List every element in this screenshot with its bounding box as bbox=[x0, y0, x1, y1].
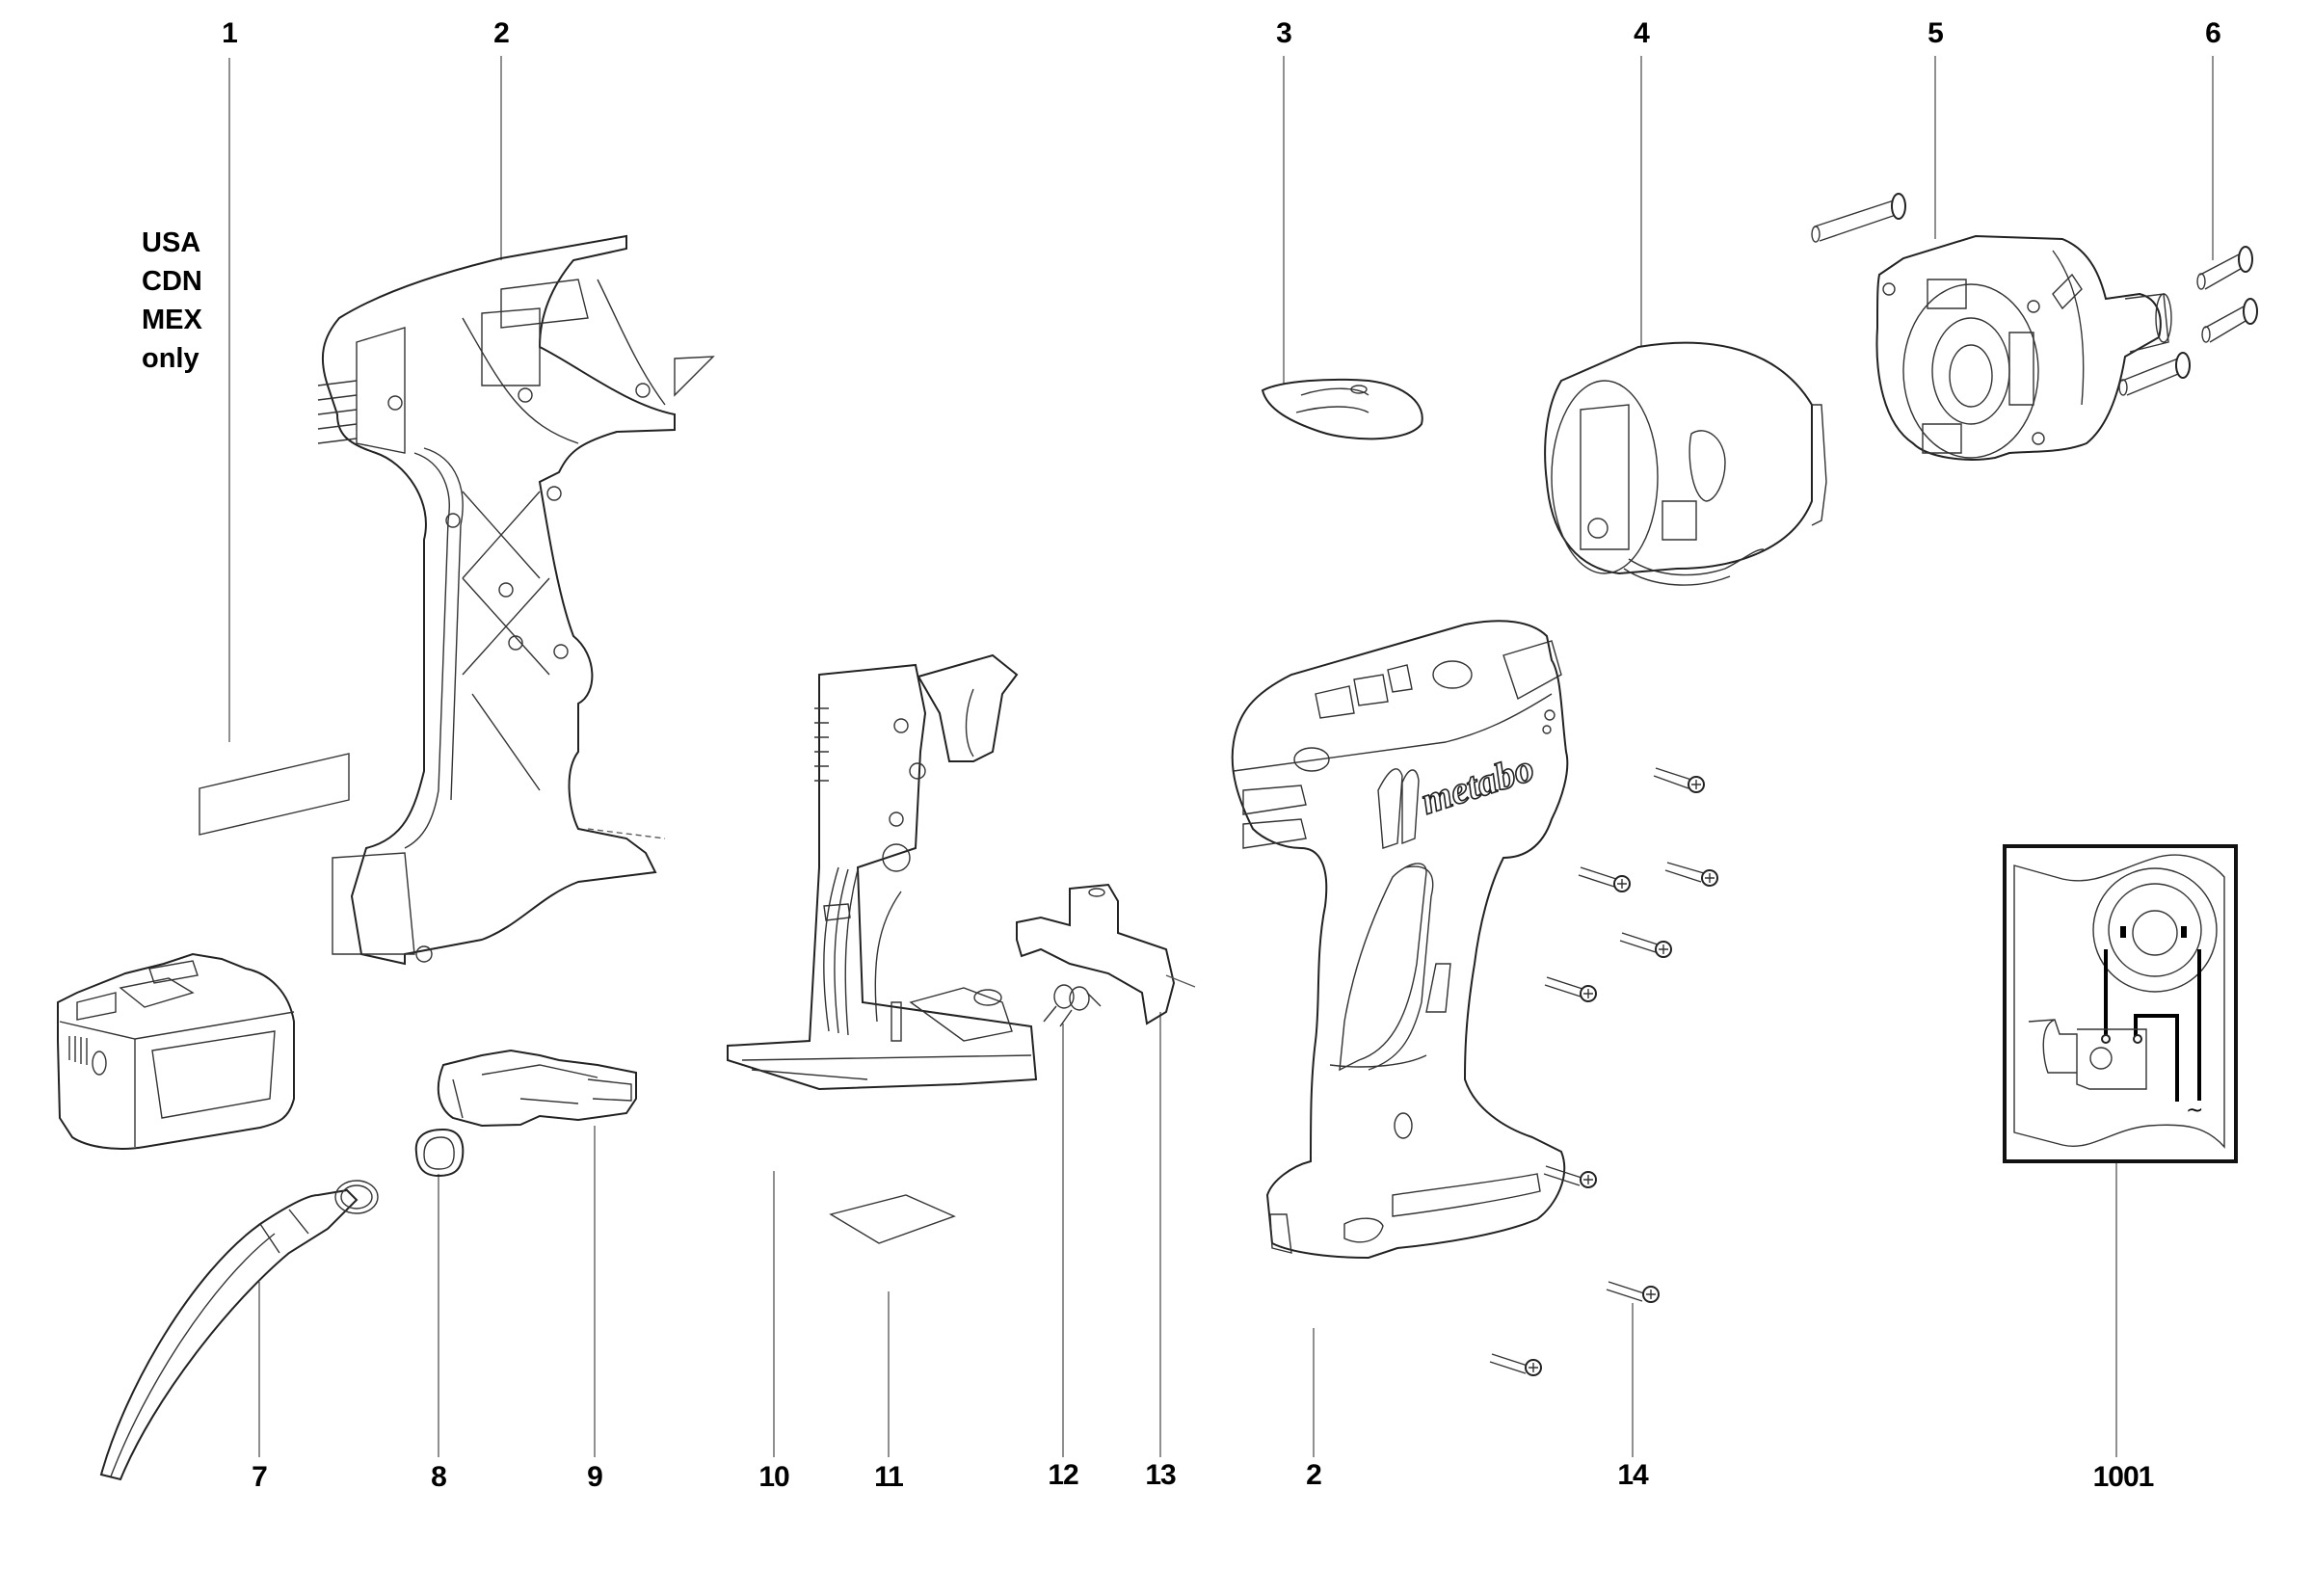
part-8-grommet bbox=[414, 1128, 465, 1178]
part-11-insulating-sheet bbox=[829, 1194, 956, 1244]
part-13-switch-lever bbox=[1016, 883, 1196, 1025]
part-label-1001: 1001 bbox=[2092, 1461, 2155, 1493]
screw-14g bbox=[1606, 1281, 1660, 1303]
screw-14f bbox=[1543, 1165, 1597, 1188]
part-label-8: 8 bbox=[431, 1461, 447, 1493]
metabo-logo: metabo bbox=[1416, 746, 1539, 823]
part-1001-wiring-diagram: ~ bbox=[2003, 844, 2238, 1163]
part-label-1: 1 bbox=[222, 17, 238, 49]
screw-14d bbox=[1619, 932, 1672, 958]
part-label-14: 14 bbox=[1617, 1459, 1648, 1491]
part-label-2-top: 2 bbox=[493, 17, 510, 49]
part-label-11: 11 bbox=[874, 1461, 904, 1493]
part-1-label-sticker bbox=[199, 753, 350, 836]
part-2-housing-right-shell: metabo bbox=[1231, 620, 1569, 1260]
part-label-12: 12 bbox=[1048, 1459, 1078, 1491]
region-note-line: only bbox=[142, 343, 199, 374]
screw-6c bbox=[2201, 298, 2258, 343]
region-note-line: MEX bbox=[142, 305, 202, 335]
part-3-direction-slider bbox=[1261, 378, 1423, 440]
part-14-housing-screws bbox=[1489, 767, 1718, 1376]
part-label-4: 4 bbox=[1634, 17, 1650, 49]
region-note: USA CDN MEX only bbox=[142, 224, 202, 378]
part-label-9: 9 bbox=[587, 1461, 603, 1493]
screw-6a bbox=[1811, 193, 1906, 243]
region-note-line: USA bbox=[142, 227, 201, 258]
part-label-3: 3 bbox=[1276, 17, 1292, 49]
part-label-13: 13 bbox=[1145, 1459, 1176, 1491]
screw-6d bbox=[2118, 352, 2191, 396]
region-note-line: CDN bbox=[142, 266, 202, 297]
part-label-5: 5 bbox=[1928, 17, 1944, 49]
part-10-switch-module bbox=[727, 653, 1038, 1091]
part-5-gearbox bbox=[1875, 234, 2172, 461]
wiring-ac-symbol: ~ bbox=[2186, 1099, 2203, 1123]
battery-pack bbox=[57, 952, 295, 1150]
part-4-motor bbox=[1544, 341, 1827, 586]
part-12-torsion-spring bbox=[1043, 984, 1102, 1027]
screw-14a bbox=[1653, 767, 1705, 793]
screw-14c bbox=[1578, 866, 1631, 892]
screw-14b bbox=[1664, 862, 1718, 887]
part-2-housing-left-shell bbox=[317, 234, 715, 966]
screw-6b bbox=[2196, 246, 2253, 290]
part-label-7: 7 bbox=[252, 1461, 268, 1493]
screw-14e bbox=[1544, 976, 1597, 1002]
part-label-6: 6 bbox=[2205, 17, 2221, 49]
part-7-lanyard-strap bbox=[99, 1180, 379, 1481]
part-label-2-bottom: 2 bbox=[1306, 1459, 1322, 1491]
screw-14h bbox=[1489, 1353, 1542, 1376]
part-9-battery-latch bbox=[437, 1049, 637, 1128]
part-label-10: 10 bbox=[758, 1461, 789, 1493]
leader-lines bbox=[228, 56, 2214, 1457]
part-6-gearbox-screws bbox=[1811, 193, 2258, 396]
